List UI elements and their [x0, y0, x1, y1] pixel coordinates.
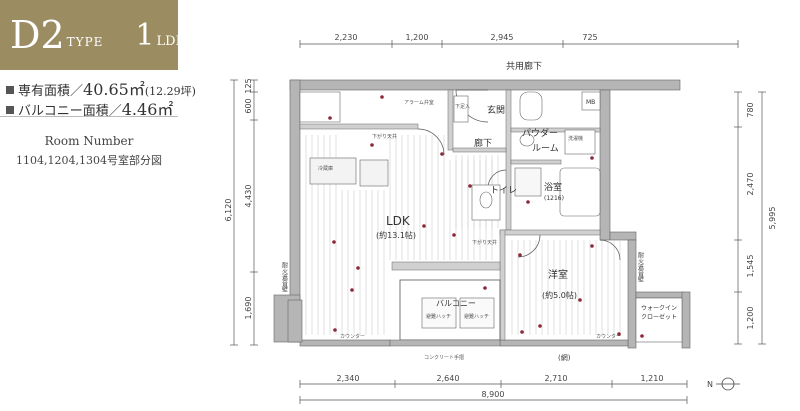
ac-label-1: 避難ハッチ: [426, 313, 451, 320]
left-dimension-line: [230, 79, 258, 346]
dim-right-1: 780: [746, 102, 755, 117]
dim-left-5: 1,690: [244, 297, 253, 320]
ceiling-label-2: 下がり天井: [472, 239, 497, 246]
dim-right-5: 1,200: [746, 307, 755, 330]
corridor-label: 共用廊下: [506, 60, 542, 72]
wic-label-2: クローゼット: [641, 313, 677, 321]
hallway-label: 廊下: [474, 137, 492, 149]
dim-top-1: 2,230: [335, 33, 358, 42]
dim-bottom-1: 2,340: [337, 374, 360, 383]
floor-pattern-western: [511, 240, 621, 335]
type-badge: D2 TYPE 1 LDK: [0, 0, 185, 70]
dim-bottom-4: 1,210: [641, 374, 664, 383]
balcony-area-label: バルコニー面積／: [18, 104, 122, 119]
bath-label: 浴室: [544, 181, 562, 193]
layout-number: 1: [135, 17, 155, 53]
info-divider: [0, 116, 178, 117]
dim-right-3: 5,995: [768, 207, 777, 230]
room-number-value: 1104,1204,1304号室部分図: [16, 154, 162, 167]
entrance-label: 玄関: [487, 104, 505, 116]
ldk-size: (約13.1帖): [376, 230, 416, 240]
bath-size: (1216): [544, 195, 564, 202]
dim-top-4: 725: [582, 33, 597, 42]
window-label: (網): [558, 353, 571, 362]
western-label: 洋室: [548, 268, 568, 281]
powder-label-2: ルーム: [532, 143, 559, 154]
ceiling-label-1: 下がり天井: [372, 133, 397, 140]
private-area-tsubo: (12.29坪): [144, 85, 196, 98]
bottom-dimension-line: [299, 380, 688, 404]
balcony-label: バルコニー: [436, 299, 476, 308]
dim-bottom-2: 2,640: [437, 374, 460, 383]
counter-label-right: カウンター: [596, 333, 621, 340]
square-bullet-icon: [6, 86, 14, 94]
private-area-row: 専有面積／40.65㎡(12.29坪): [6, 76, 196, 100]
balcony-area-row: バルコニー面積／4.46㎡: [6, 96, 173, 120]
dim-right-2: 2,470: [746, 173, 755, 196]
dim-bottom-3: 2,710: [545, 374, 568, 383]
ac-label-2: 避難ハッチ: [464, 313, 489, 320]
dim-top-3: 2,945: [491, 33, 514, 42]
layout-name: LDK: [156, 33, 186, 49]
exterior-walls: [273, 79, 691, 349]
ldk-label: LDK: [386, 214, 411, 228]
compass-north-label: N: [707, 380, 713, 389]
dim-left-3: 4,430: [244, 185, 253, 208]
balcony-area-value: 4.46㎡: [121, 100, 174, 119]
top-dimension-line: [299, 40, 739, 48]
fridge-label: 冷蔵庫: [318, 165, 333, 172]
toilet-label: トイレ: [490, 186, 517, 196]
private-area-value: 40.65㎡: [83, 80, 145, 99]
fixtures: [299, 91, 683, 343]
washer-label: 洗濯機: [568, 135, 583, 142]
dim-total: 8,900: [482, 390, 505, 399]
firewall-label-right: 耐火遮音壁: [637, 251, 644, 282]
dim-left-2: 600: [244, 98, 253, 113]
type-word: TYPE: [66, 35, 104, 49]
mb-label: MB: [586, 99, 595, 106]
dim-left-1: 125: [244, 78, 253, 93]
interior-walls: [299, 89, 601, 341]
firewall-label-left: 耐火遮音壁: [281, 261, 288, 292]
square-bullet-icon: [6, 106, 14, 114]
counter-label-left: カウンター: [340, 333, 365, 340]
compass-rose: [716, 377, 740, 391]
electrical-dots: [328, 95, 644, 338]
alarm-label: アラーム弁室: [404, 99, 434, 106]
balcony-walls: [389, 339, 501, 347]
western-size: (約5.0帖): [542, 290, 577, 300]
powder-label-1: パウダー: [522, 127, 558, 139]
dim-top-2: 1,200: [406, 33, 429, 42]
right-dimension-line: [734, 91, 766, 345]
type-code: D2: [10, 13, 65, 57]
room-number-title: Room Number: [44, 134, 134, 148]
concrete-label: コンクリート手摺: [424, 354, 464, 361]
private-area-label: 専有面積／: [18, 84, 84, 99]
wic-label-1: ウォークイン: [641, 304, 677, 312]
dim-left-4: 6,120: [224, 199, 233, 222]
shoebox-label: 下足入: [455, 104, 470, 110]
dim-right-4: 1,545: [746, 255, 755, 278]
